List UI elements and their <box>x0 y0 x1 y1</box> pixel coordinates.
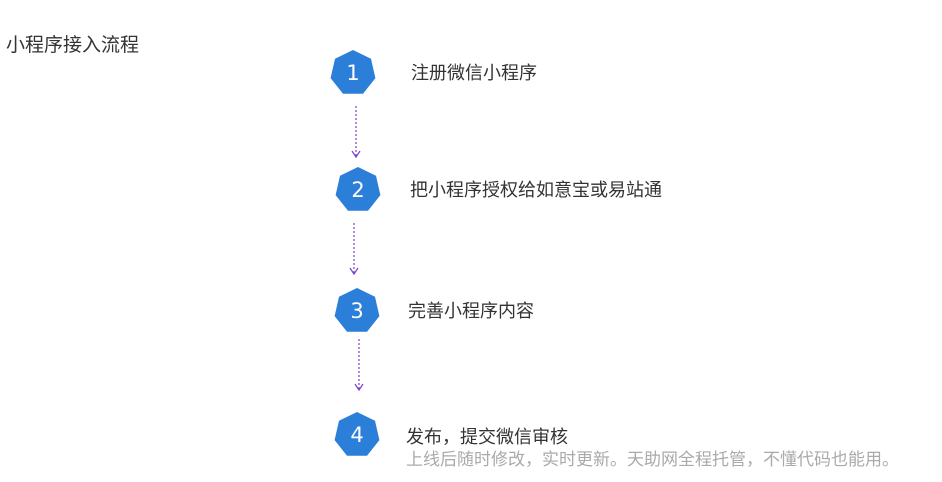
step-4-sublabel: 上线后随时修改，实时更新。天助网全程托管，不懂代码也能用。 <box>406 450 899 470</box>
heptagon-icon <box>334 288 380 332</box>
heptagon-icon <box>335 167 381 211</box>
step-1-badge: 1 <box>329 49 377 97</box>
step-1-label: 注册微信小程序 <box>411 63 537 84</box>
step-3-label: 完善小程序内容 <box>408 301 534 322</box>
page-title: 小程序接入流程 <box>6 34 140 56</box>
step-4-badge: 4 <box>333 411 381 459</box>
step-3-badge: 3 <box>333 287 381 335</box>
step-number: 3 <box>350 299 364 323</box>
step-number: 2 <box>351 178 365 202</box>
step-number: 4 <box>350 423 364 447</box>
step-2-badge: 2 <box>334 166 382 214</box>
heptagon-icon <box>334 412 380 456</box>
connector-arrow-2 <box>348 223 360 276</box>
step-2-label: 把小程序授权给如意宝或易站通 <box>410 180 662 201</box>
connector-arrow-1 <box>350 106 362 159</box>
heptagon-icon <box>330 50 376 94</box>
step-number: 1 <box>346 61 360 85</box>
step-4-label: 发布，提交微信审核 <box>406 427 568 448</box>
connector-arrow-3 <box>353 339 365 392</box>
